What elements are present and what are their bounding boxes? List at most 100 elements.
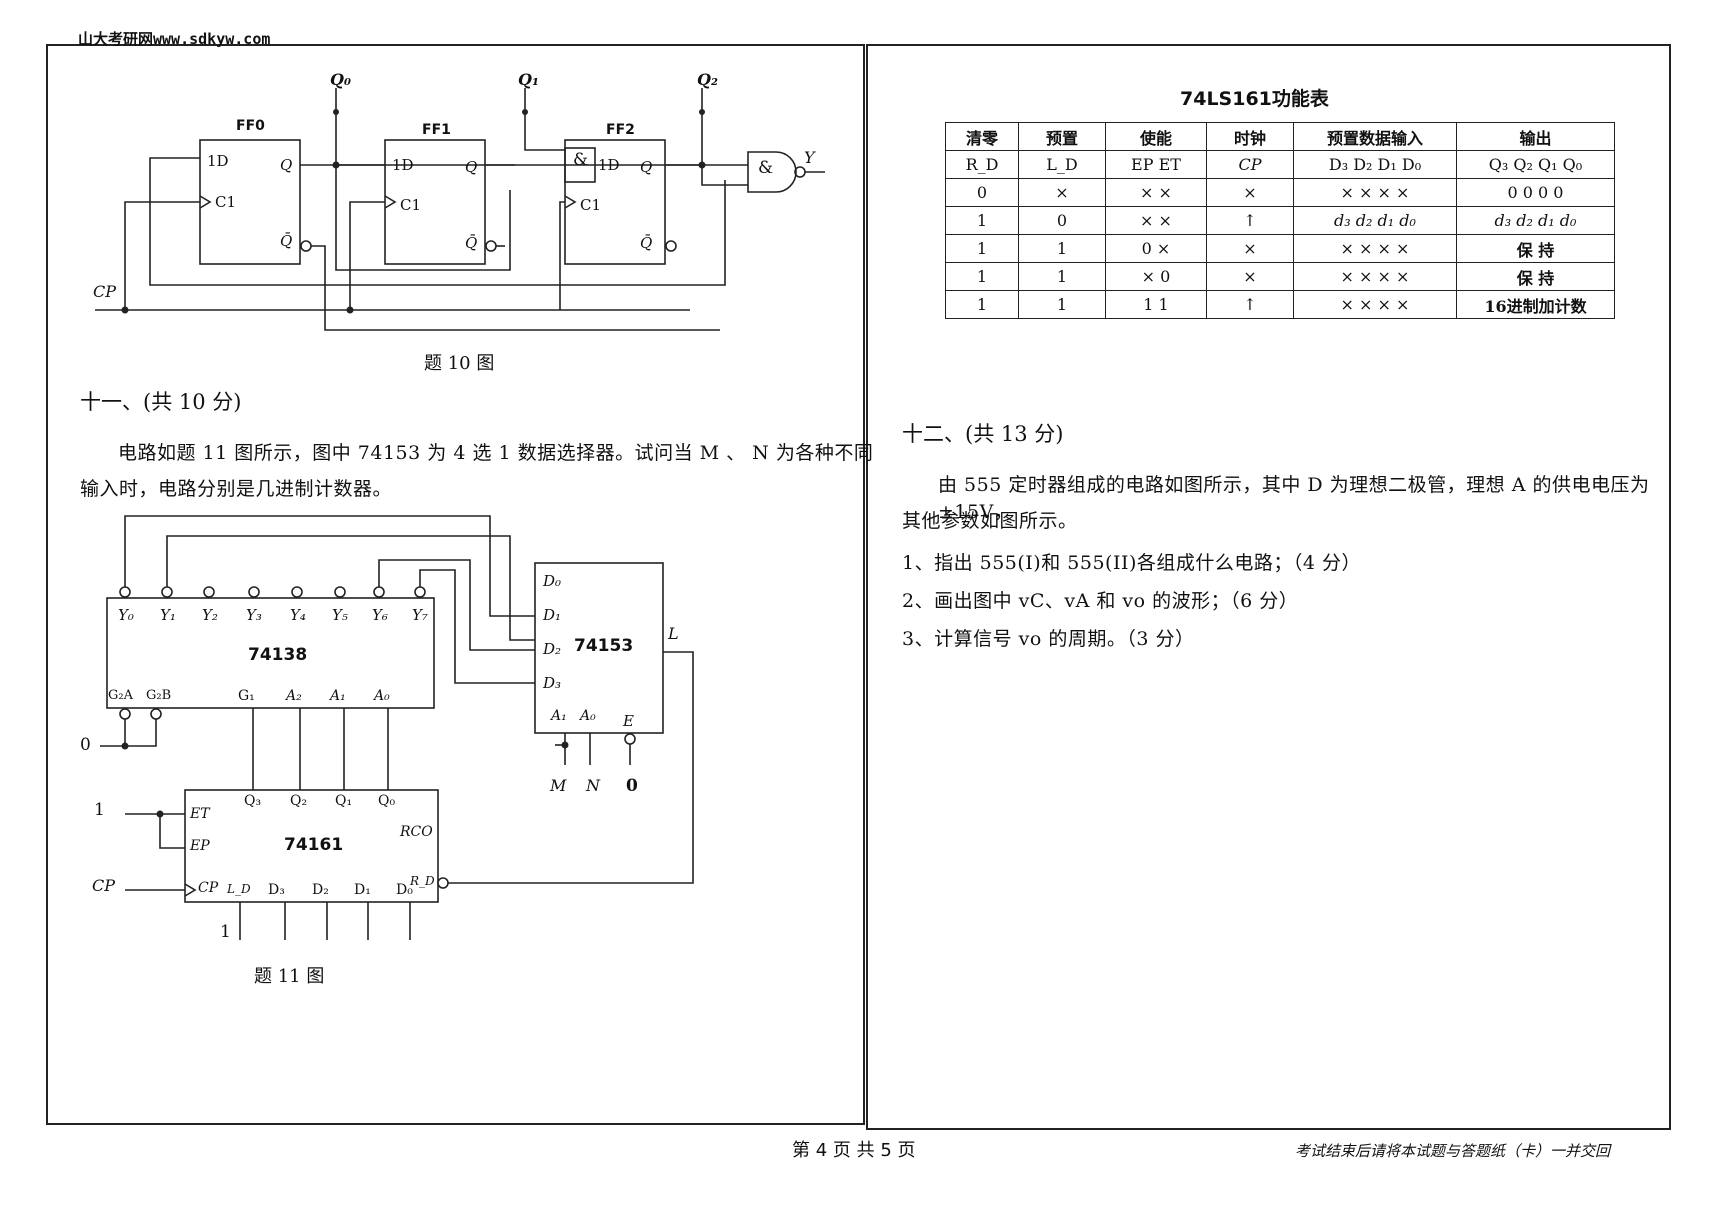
- table-title: 74LS161功能表: [1180, 88, 1329, 110]
- fig11-g2a: G₂A: [108, 688, 133, 703]
- fig11-et: ET: [190, 806, 210, 822]
- cell: 1 1: [1105, 290, 1207, 319]
- cell: 1: [1018, 290, 1106, 319]
- q11-line1: 电路如题 11 图所示，图中 74153 为 4 选 1 数据选择器。试问当 M…: [118, 442, 874, 464]
- th-clock: 时钟: [1206, 122, 1294, 151]
- fig10-y-label: Y: [804, 148, 815, 167]
- q12-item2: 2、画出图中 vC、vA 和 vo 的波形；（6 分）: [902, 590, 1299, 612]
- fig11-zero-e: 0: [626, 776, 638, 796]
- fig10-ff2-q: Q: [640, 158, 653, 176]
- fig11-sel-a1: A₁: [551, 708, 567, 724]
- th-data-input: 预置数据输入: [1293, 122, 1457, 151]
- fig10-q2-label: Q₂: [697, 70, 718, 89]
- cell: ×: [1206, 178, 1294, 207]
- fig11-a0: A₀: [374, 688, 390, 704]
- cell: d₃ d₂ d₁ d₀: [1456, 206, 1615, 235]
- footer-note: 考试结束后请将本试题与答题纸（卡）一并交回: [1295, 1142, 1611, 1160]
- fig11-a1: A₁: [330, 688, 346, 704]
- sub-d: D₃ D₂ D₁ D₀: [1293, 150, 1457, 179]
- fig11-d1: D₁: [543, 606, 562, 624]
- fig11-caption: 题 11 图: [254, 966, 325, 987]
- header-watermark: 山大考研网www.sdkyw.com: [78, 30, 271, 48]
- fig10-and-gate-1: &: [573, 150, 589, 170]
- cell: × × × ×: [1293, 178, 1457, 207]
- figure-10-circuit: [95, 88, 825, 331]
- cell: 1: [1018, 234, 1106, 263]
- fig11-q3: Q₃: [244, 793, 262, 809]
- fig11-bottom-d1: D₁: [354, 882, 371, 898]
- th-enable: 使能: [1105, 122, 1207, 151]
- fig11-ep: EP: [190, 838, 210, 854]
- q12-item1: 1、指出 555(I)和 555(II)各组成什么电路；（4 分）: [902, 552, 1361, 574]
- left-page-frame: [46, 44, 865, 1125]
- fig11-one-et: 1: [94, 800, 105, 820]
- cell: × 0: [1105, 262, 1207, 291]
- fig11-sel-a0: A₀: [580, 708, 596, 724]
- q12-heading: 十二、(共 13 分): [902, 422, 1064, 446]
- th-preset: 预置: [1018, 122, 1106, 151]
- fig11-one-ld: 1: [220, 922, 231, 942]
- table-row: 0 × × × × × × × × 0 0 0 0: [945, 178, 1615, 207]
- fig11-rd: R_D: [410, 874, 435, 888]
- fig11-bottom-d2: D₂: [312, 882, 329, 898]
- cell: × ×: [1105, 178, 1207, 207]
- fig11-y5: Y₅: [332, 606, 348, 624]
- fig11-a2: A₂: [286, 688, 302, 704]
- fig11-y6: Y₆: [372, 606, 388, 624]
- fig11-q1: Q₁: [335, 793, 353, 809]
- q11-heading: 十一、(共 10 分): [80, 390, 242, 414]
- table-row: 1 1 0 × × × × × × 保 持: [945, 234, 1615, 263]
- fig10-ff2-d: 1D: [598, 156, 620, 174]
- fig10-ff1-label: FF1: [422, 122, 451, 138]
- th-clear: 清零: [945, 122, 1019, 151]
- fig10-ff1-q: Q: [465, 158, 478, 176]
- fig11-rco: RCO: [400, 824, 433, 840]
- fig10-ff0-c1: C1: [215, 193, 237, 211]
- fig10-ff2-qbar: Q̄: [640, 234, 653, 252]
- cell: 0 ×: [1105, 234, 1207, 263]
- fig11-l: L: [668, 624, 679, 643]
- sub-cp: CP: [1206, 150, 1294, 179]
- fig11-y3: Y₃: [246, 606, 262, 624]
- cell: 0: [945, 178, 1019, 207]
- fig11-g1: G₁: [238, 688, 255, 704]
- sub-ld: L_D: [1018, 150, 1106, 179]
- fig10-q1-label: Q₁: [518, 70, 539, 89]
- fig11-y7: Y₇: [412, 606, 428, 624]
- fig11-chip-74161: 74161: [284, 835, 344, 855]
- cell: ↑: [1206, 290, 1294, 319]
- fig10-ff0-d: 1D: [207, 152, 229, 170]
- fig10-ff0-q: Q: [280, 156, 293, 174]
- cell: ×: [1206, 234, 1294, 263]
- cell: ↑: [1206, 206, 1294, 235]
- fig11-ld: L_D: [227, 882, 251, 896]
- q12-line1: 由 555 定时器组成的电路如图所示，其中 D 为理想二极管，理想 A 的供电电…: [938, 474, 1650, 523]
- cell: ×: [1018, 178, 1106, 207]
- cell: × ×: [1105, 206, 1207, 235]
- cell: d₃ d₂ d₁ d₀: [1293, 206, 1457, 235]
- sub-q: Q₃ Q₂ Q₁ Q₀: [1456, 150, 1615, 179]
- fig11-cp-input: CP: [92, 876, 116, 895]
- fig10-ff2-label: FF2: [606, 122, 635, 138]
- fig11-zero-left: 0: [80, 735, 91, 755]
- cell: 1: [945, 262, 1019, 291]
- footer-page-number: 第 4 页 共 5 页: [792, 1140, 916, 1161]
- fig11-d3: D₃: [543, 674, 562, 692]
- fig11-y2: Y₂: [202, 606, 218, 624]
- cell: 0 0 0 0: [1456, 178, 1615, 207]
- fig10-caption: 题 10 图: [424, 353, 495, 374]
- cell: 16进制加计数: [1456, 290, 1615, 319]
- fig11-chip-74138: 74138: [248, 645, 308, 665]
- right-page-frame: [866, 44, 1671, 1130]
- cell: 1: [945, 234, 1019, 263]
- function-table-74ls161: 清零 预置 使能 时钟 预置数据输入 输出 R_D L_D EP ET CP D…: [945, 122, 1615, 319]
- fig10-ff1-qbar: Q̄: [465, 234, 478, 252]
- cell: × × × ×: [1293, 262, 1457, 291]
- fig11-m: M: [550, 776, 567, 795]
- cell: 1: [945, 206, 1019, 235]
- fig10-ff2-c1: C1: [580, 196, 602, 214]
- figure-11-circuit: [100, 515, 694, 940]
- fig11-d0: D₀: [543, 572, 562, 590]
- table-row: 1 0 × × ↑ d₃ d₂ d₁ d₀ d₃ d₂ d₁ d₀: [945, 206, 1615, 235]
- fig10-ff0-qbar: Q̄: [280, 232, 293, 250]
